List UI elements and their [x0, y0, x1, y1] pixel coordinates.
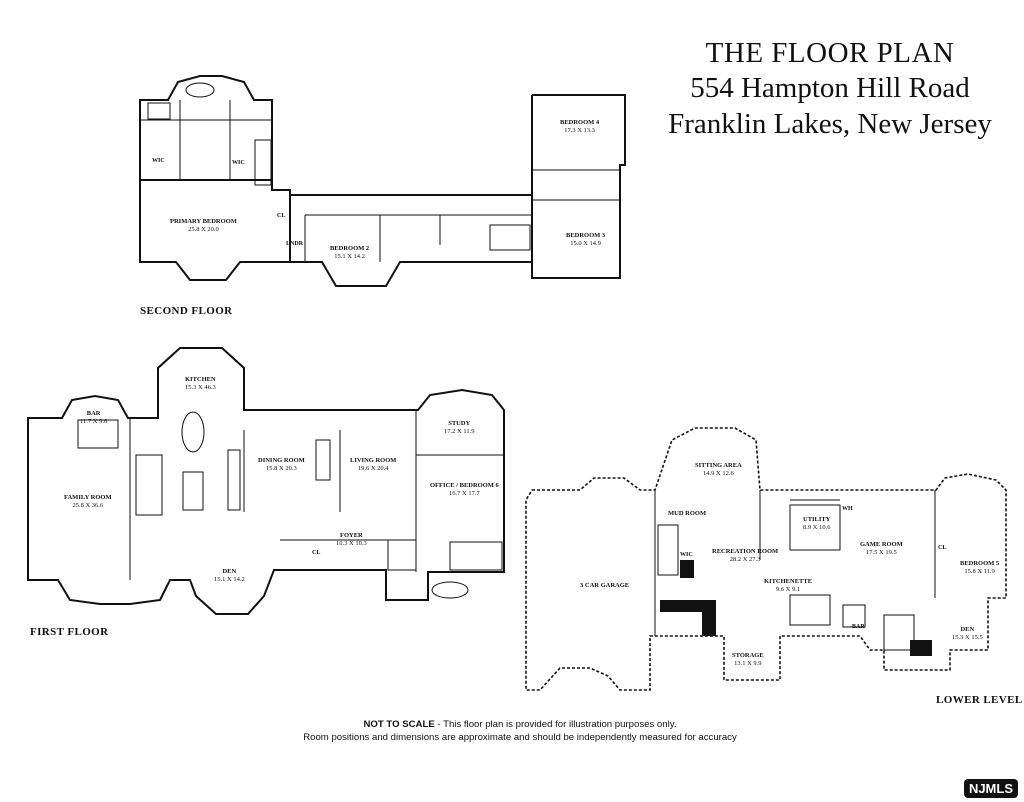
room-water-heater: WH	[842, 506, 853, 512]
room-laundry: LNDR	[286, 241, 304, 247]
room-wic-lower: WIC	[680, 552, 693, 558]
second-floor-label: SECOND FLOOR	[140, 305, 233, 317]
room-mud-room: MUD ROOM	[668, 510, 707, 517]
address-street: 554 Hampton Hill Road	[690, 72, 970, 105]
title-block: THE FLOOR PLAN 554 Hampton Hill Road Fra…	[650, 36, 1010, 142]
second-floor-walls	[139, 75, 626, 287]
first-floor-label: FIRST FLOOR	[30, 626, 109, 638]
address-city: Franklin Lakes, New Jersey	[668, 107, 992, 140]
room-closet-lower: CL	[938, 545, 947, 551]
first-floor-walls	[27, 347, 505, 615]
disclaimer-line1: - This floor plan is provided for illust…	[434, 719, 677, 730]
room-wic-2: WIC	[232, 160, 245, 166]
disclaimer: NOT TO SCALE - This floor plan is provid…	[260, 719, 780, 745]
room-closet: CL	[277, 213, 286, 219]
disclaimer-line2: Room positions and dimensions are approx…	[303, 731, 737, 743]
room-garage: 3 CAR GARAGE	[580, 582, 630, 589]
lower-level-walls	[525, 427, 1007, 691]
njmls-watermark: NJMLS	[963, 779, 1018, 798]
room-bar-lower: BAR	[852, 624, 865, 630]
lower-level-label: LOWER LEVEL	[936, 694, 1023, 706]
room-wic-1: WIC	[152, 158, 165, 164]
plan-title: THE FLOOR PLAN	[705, 37, 955, 69]
room-closet-first: CL	[312, 550, 321, 556]
disclaimer-bold: NOT TO SCALE	[363, 719, 435, 730]
